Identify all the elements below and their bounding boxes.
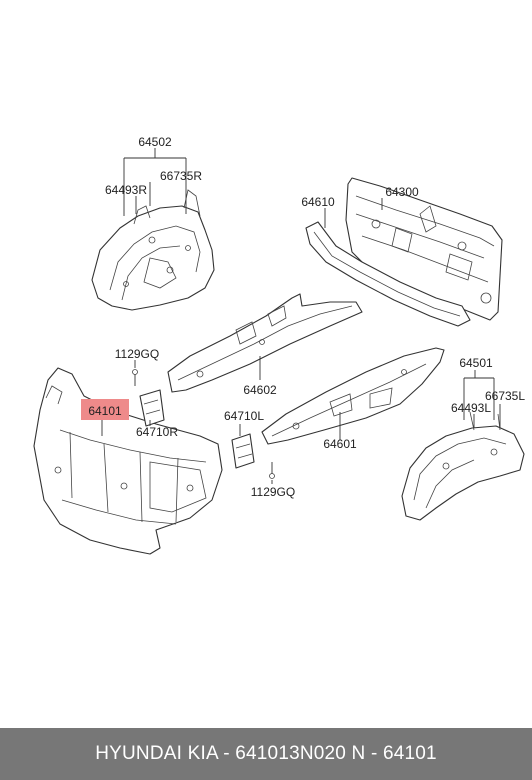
side-member-upper-drawing [167,293,363,393]
bracket-right-drawing [139,389,165,427]
bolt-bottom-drawing [269,462,275,479]
label-66735R: 66735R [160,169,202,183]
label-1129GQ-bottom: 1129GQ [251,485,295,499]
radiator-support-drawing [33,367,223,555]
label-64300: 64300 [385,185,419,199]
label-1129GQ-top: 1129GQ [115,347,159,361]
label-64710R: 64710R [136,425,178,439]
leader-lines [101,148,501,484]
wheelhouse-right-drawing [401,411,525,521]
label-64602: 64602 [243,383,277,397]
label-64493L: 64493L [451,401,491,415]
label-64601: 64601 [323,437,357,451]
label-64502: 64502 [138,135,172,149]
label-64101: 64101 [88,404,122,418]
dash-panel-drawing [345,177,503,321]
part-number-text: HYUNDAI KIA - 641013N020 N - 64101 [95,743,437,764]
label-64493R: 64493R [105,183,147,197]
label-64710L: 64710L [224,409,264,423]
label-64610: 64610 [301,195,335,209]
side-member-lower-drawing [261,347,445,445]
part-number-footer: HYUNDAI KIA - 641013N020 N - 64101 [0,728,532,780]
label-64501: 64501 [459,356,493,370]
label-66735L: 66735L [485,389,525,403]
cowl-member-drawing [305,221,471,327]
bracket-left-drawing [231,433,255,469]
part-highlight-box [81,399,129,420]
wheelhouse-left-drawing [91,189,215,311]
bolt-top-drawing [132,369,138,386]
parts-diagram: 64502 66735R 64493R 64610 64300 1129GQ 6… [33,135,525,555]
